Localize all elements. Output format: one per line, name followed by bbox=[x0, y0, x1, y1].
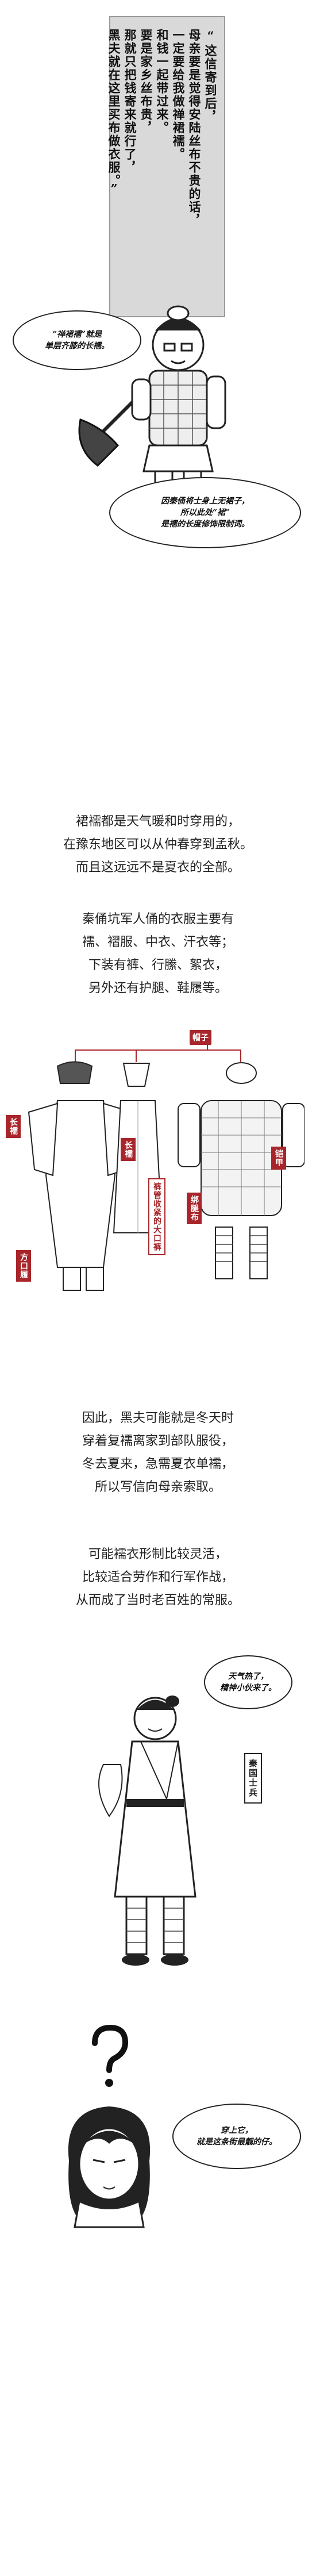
robe-label: 长襦 bbox=[6, 1115, 21, 1138]
speech-bubble-hot-weather: 天气热了， 精神小伙来了。 bbox=[204, 1655, 292, 1709]
caption-line: 而且这远远不是夏衣的全部。 bbox=[75, 860, 240, 875]
letter-columns: “这信寄到后， 母亲要是觉得安陆丝布不贵的话， 一定要给我做禅裙襦。 和钱一起带… bbox=[107, 29, 218, 227]
caption-line: 裙襦都是天气暖和时穿用的， bbox=[75, 814, 240, 829]
letter-column: “这信寄到后， bbox=[203, 29, 218, 124]
trousers-label: 裤管收紧的大口裤 bbox=[148, 1178, 165, 1255]
qin-soldier-illustration bbox=[98, 1695, 196, 1966]
caption-line: 因此，黑夫可能就是冬天时 bbox=[82, 1411, 234, 1425]
letter-column: 和钱一起带过来。 bbox=[155, 29, 169, 134]
caption-line: 从而成了当时老百姓的常服。 bbox=[75, 1593, 240, 1608]
caption-line: 下装有裤、行縢、絮衣， bbox=[88, 958, 228, 972]
puttee-label: 绑腿布 bbox=[187, 1193, 202, 1224]
caption-paragraph: 裙襦都是天气暖和时穿用的， 在豫东地区可以从仲春穿到孟秋。 而且这远远不是夏衣的… bbox=[0, 810, 316, 879]
bubble-text: 天气热了， 精神小伙来了。 bbox=[220, 1672, 276, 1693]
clothing-diagram: 帽子 bbox=[0, 1029, 316, 1305]
speech-bubble-bottom: 因秦俑将士身上无裙子， 所以此处“裙” 是襦的长度修饰限制词。 bbox=[109, 477, 301, 548]
bubble-text: 穿上它， 就是这条街最靓的仔。 bbox=[196, 2126, 277, 2147]
caption-line: 在豫东地区可以从仲春穿到孟秋。 bbox=[63, 837, 253, 852]
bubble-text: “禅裙襦”就是 单层齐膝的长襦。 bbox=[45, 330, 109, 351]
soldier-label: 秦国士兵 bbox=[244, 1753, 262, 1804]
bubble-text: 因秦俑将士身上无裙子， 所以此处“裙” 是襦的长度修饰限制词。 bbox=[161, 497, 249, 529]
girl-portrait-illustration bbox=[68, 2106, 151, 2228]
letter-column: 黑夫就在这里买布做衣服。” bbox=[107, 29, 121, 197]
caption-line: 所以写信向母亲索取。 bbox=[94, 1480, 221, 1494]
letter-column: 要是家乡丝布贵， bbox=[139, 29, 153, 134]
caption-line: 比较适合劳作和行军作战， bbox=[82, 1570, 234, 1585]
caption-paragraph: 可能襦衣形制比较灵活， 比较适合劳作和行军作战， 从而成了当时老百姓的常服。 bbox=[0, 1543, 316, 1612]
caption-line: 襦、褶服、中衣、汗衣等； bbox=[82, 935, 234, 949]
caption-paragraph: 因此，黑夫可能就是冬天时 穿着复襦离家到部队服役， 冬去夏来，急需夏衣单襦， 所… bbox=[0, 1407, 316, 1499]
caption-paragraph: 秦俑坑军人俑的衣服主要有 襦、褶服、中衣、汗衣等； 下装有裤、行縢、絮衣， 另外… bbox=[0, 908, 316, 1000]
caption-line: 可能襦衣形制比较灵活， bbox=[88, 1547, 228, 1562]
question-mark-icon bbox=[92, 2024, 129, 2087]
long-robe-label: 长襦 bbox=[121, 1138, 136, 1161]
speech-bubble-fashion: 穿上它， 就是这条街最靓的仔。 bbox=[172, 2104, 301, 2169]
letter-column: 一定要给我做禅裙襦。 bbox=[171, 29, 186, 161]
letter-column: 那就只把钱寄来就行了， bbox=[123, 29, 137, 174]
speech-bubble-top: “禅裙襦”就是 单层齐膝的长襦。 bbox=[13, 310, 141, 370]
letter-paper: “这信寄到后， 母亲要是觉得安陆丝布不贵的话， 一定要给我做禅裙襦。 和钱一起带… bbox=[107, 16, 225, 317]
caption-line: 另外还有护腿、鞋履等。 bbox=[88, 981, 228, 995]
armor-label: 铠甲 bbox=[271, 1147, 286, 1170]
caption-line: 冬去夏来，急需夏衣单襦， bbox=[82, 1457, 234, 1471]
caption-line: 秦俑坑军人俑的衣服主要有 bbox=[82, 912, 234, 926]
shoe-label: 方口履 bbox=[16, 1250, 31, 1282]
letter-column: 母亲要是觉得安陆丝布不贵的话， bbox=[187, 29, 202, 227]
hat-label: 帽子 bbox=[190, 1030, 211, 1045]
caption-line: 穿着复襦离家到部队服役， bbox=[82, 1434, 234, 1448]
